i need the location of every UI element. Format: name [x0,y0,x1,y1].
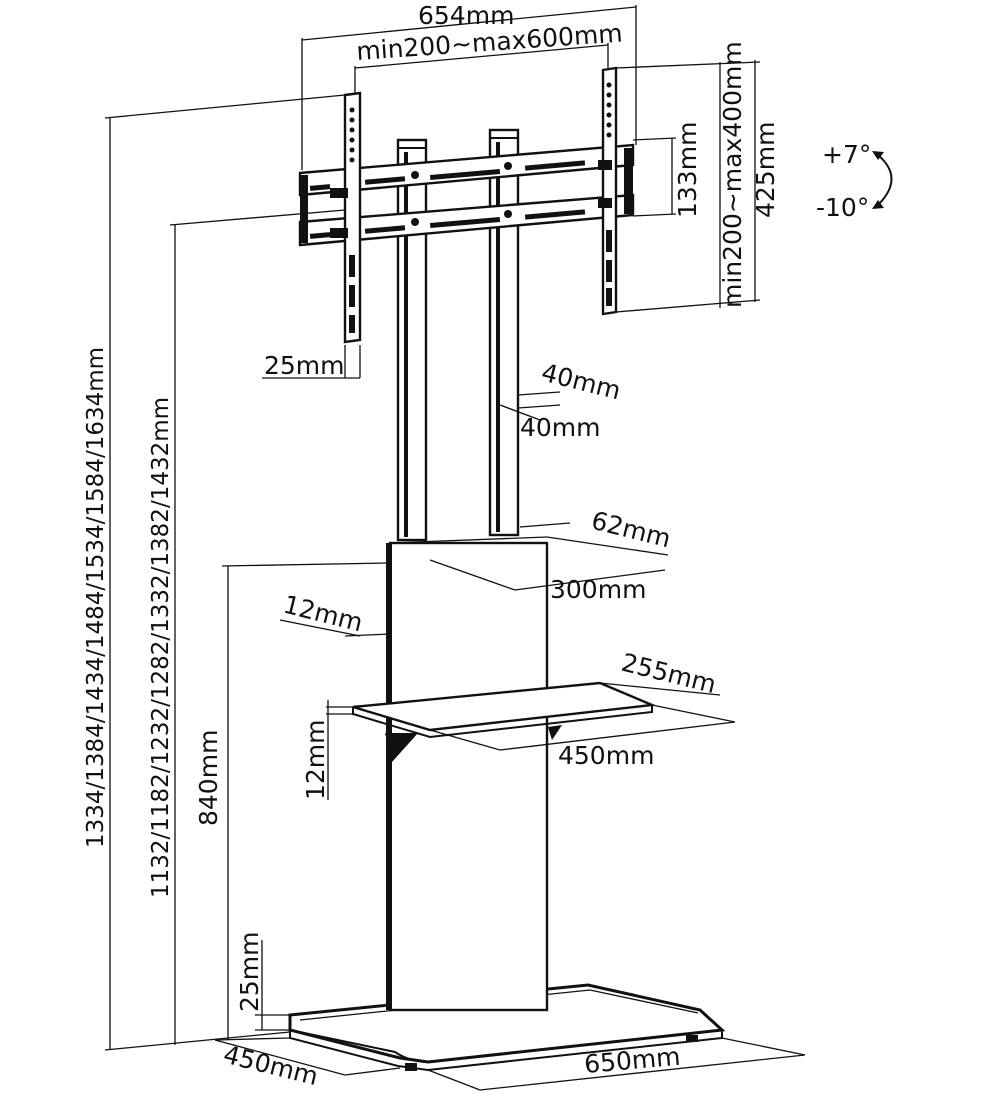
label-tilt-down: -10° [816,193,869,222]
label-total-height: 1334/1384/1434/1484/1534/1584/1634mm [83,347,109,848]
label-base-depth: 450mm [221,1040,322,1091]
label-shelf-height: 840mm [194,730,223,826]
label-shelf-width: 450mm [558,741,654,770]
dimension-lines [104,5,893,1091]
label-cover-width: 300mm [550,575,646,604]
poles [396,128,520,542]
label-bracket-base-height: 1132/1182/1232/1282/1332/1382/1432mm [148,397,174,898]
label-bracket-height: 425mm [751,122,780,218]
label-shelf-depth: 255mm [619,648,720,699]
label-cover-depth: 62mm [589,506,674,554]
label-shelf-thickness: 12mm [301,719,330,800]
label-pole-width: 40mm [539,358,624,406]
label-vesa-vertical: min200~max400mm [718,41,747,308]
label-cover-thickness: 12mm [281,590,366,638]
label-bracket-width: 654mm [418,1,514,30]
label-arm-spacing: 133mm [673,122,702,218]
label-base-width: 650mm [583,1042,682,1079]
glass-shelf [352,681,657,762]
cover-panel [386,536,549,1012]
label-base-thickness: 25mm [235,931,264,1012]
tv-bracket [298,66,635,344]
label-pole-depth: 40mm [520,413,601,442]
label-bracket-depth: 25mm [264,351,345,380]
label-tilt-up: +7° [822,140,871,169]
